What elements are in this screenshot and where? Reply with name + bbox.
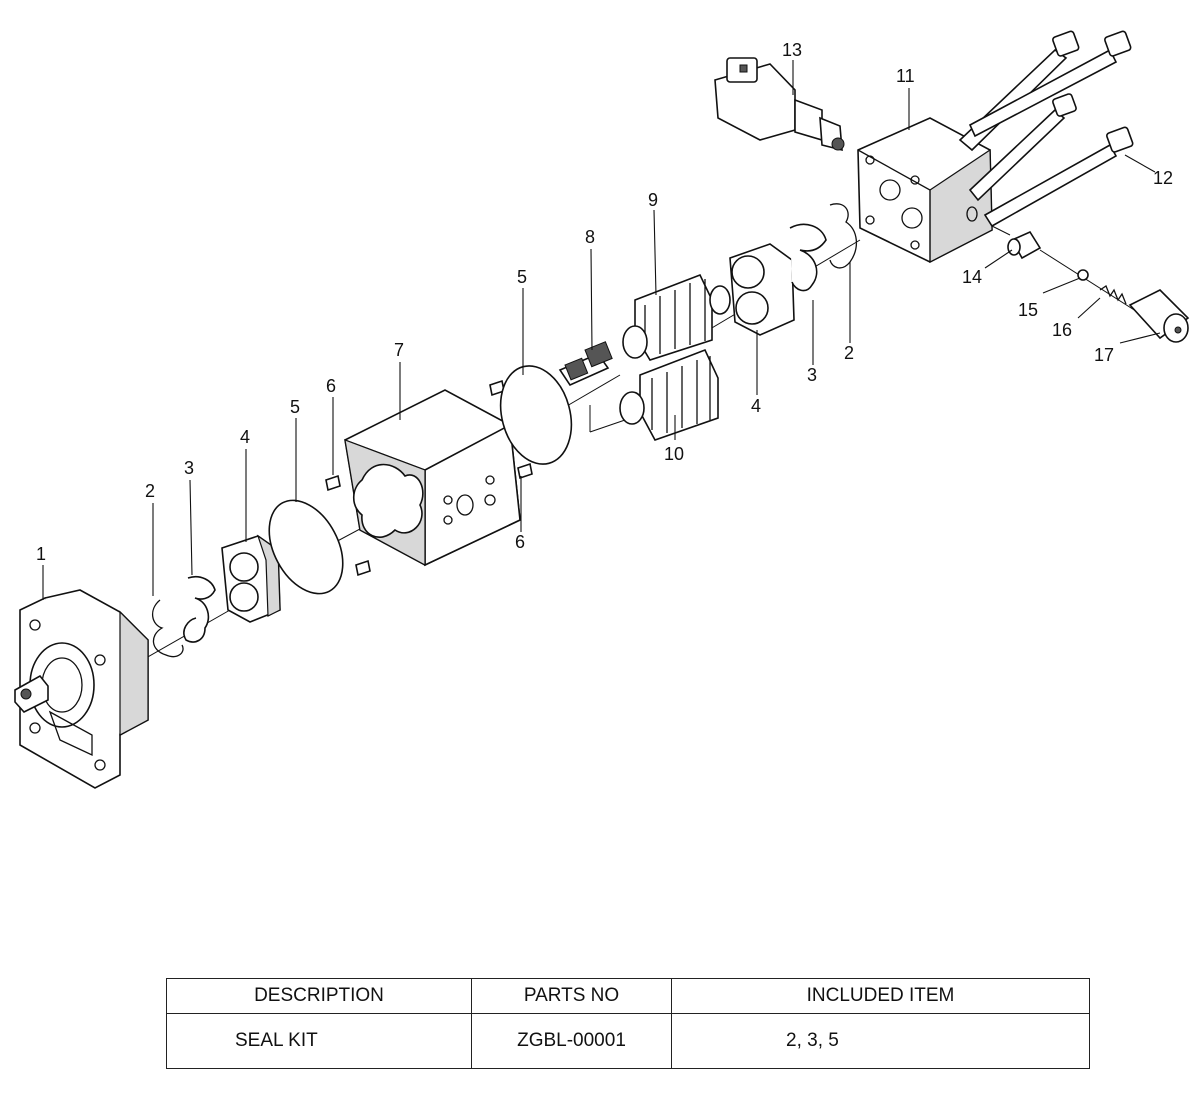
callout-2-left: 2: [145, 481, 155, 501]
tie-bolt-part: [958, 30, 1134, 228]
rear-cover-part: [857, 117, 993, 263]
callout-8: 8: [585, 227, 595, 247]
callout-5-left: 5: [290, 397, 300, 417]
callout-13: 13: [782, 40, 802, 60]
callout-6-top: 6: [326, 376, 336, 396]
seal-ring-part-right: [829, 203, 857, 269]
leader-lines: [42, 60, 1161, 600]
ball-part: [1077, 269, 1089, 281]
cell-parts-no: ZGBL-00001: [471, 1013, 672, 1069]
solenoid-valve-part: [714, 57, 845, 152]
seal-ring-part-left: [152, 599, 184, 658]
front-cover-part: [14, 589, 149, 789]
spring-part: [1099, 285, 1127, 305]
exploded-view-diagram: 1 2 3 4 5 6 7 8 9 10 11 12 13 14 15 16 1…: [14, 30, 1190, 789]
plug-part: [1007, 230, 1042, 260]
header-description: DESCRIPTION: [166, 978, 472, 1014]
backup-ring-part-right: [789, 223, 827, 292]
callout-6-bottom: 6: [515, 532, 525, 552]
bearing-block-part-left: [221, 534, 281, 623]
backup-ring-part-left: [183, 575, 216, 643]
callout-4-right: 4: [751, 396, 761, 416]
callout-1: 1: [36, 544, 46, 564]
pump-body-part: [344, 389, 521, 567]
coupling-part: [558, 341, 613, 387]
callout-5-right: 5: [517, 267, 527, 287]
callout-7: 7: [394, 340, 404, 360]
seal-kit-table: DESCRIPTION PARTS NO INCLUDED ITEM SEAL …: [166, 978, 1090, 1069]
callout-3-left: 3: [184, 458, 194, 478]
driven-gear-part: [619, 348, 719, 441]
callout-11: 11: [896, 66, 915, 86]
table-header-row: DESCRIPTION PARTS NO INCLUDED ITEM: [166, 978, 1090, 1014]
callout-4-left: 4: [240, 427, 250, 447]
callout-12: 12: [1153, 168, 1173, 188]
callout-16: 16: [1052, 320, 1072, 340]
callout-15: 15: [1018, 300, 1038, 320]
callout-14: 14: [962, 267, 982, 287]
header-included-item: INCLUDED ITEM: [671, 978, 1090, 1014]
cell-included-item: 2, 3, 5: [671, 1013, 1090, 1069]
table-row: SEAL KIT ZGBL-00001 2, 3, 5: [166, 1013, 1090, 1069]
bearing-block-part-right: [729, 243, 795, 336]
callout-17: 17: [1094, 345, 1114, 365]
relief-plug-part: [1128, 289, 1190, 343]
callout-2-right: 2: [844, 343, 854, 363]
o-ring-part-left: [268, 499, 344, 595]
callout-10: 10: [664, 444, 684, 464]
drive-gear-part: [622, 273, 731, 361]
callout-3-right: 3: [807, 365, 817, 385]
cell-description: SEAL KIT: [166, 1013, 472, 1069]
callout-9: 9: [648, 190, 658, 210]
header-parts-no: PARTS NO: [471, 978, 672, 1014]
